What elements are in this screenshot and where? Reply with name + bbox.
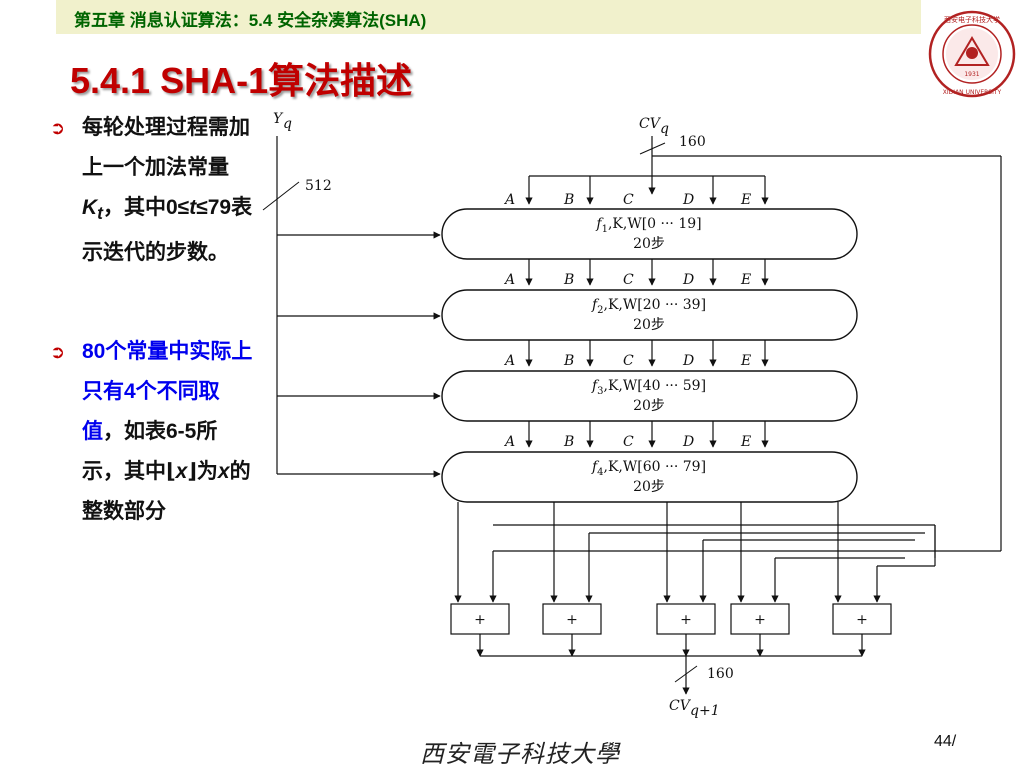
bullet-text: 80个常量中实际上只有4个不同取值，如表6-5所示，其中⌊x⌋为x的整数部分 (82, 332, 258, 532)
arrow-bullet-icon: ➲ (50, 342, 66, 362)
round-4-box (441, 451, 858, 503)
reg-d-label: D (682, 272, 694, 288)
round-4-steps: 20步 (633, 479, 665, 495)
page-number: 44/ (934, 733, 957, 750)
chapter-header-bar (56, 0, 921, 34)
bullet-round-constant: ➲ 每轮处理过程需加上一个加法常量 Kt，其中0≤t≤79表示迭代的步数。 (50, 108, 258, 273)
adder-plus: + (474, 612, 486, 628)
reg-d-label: D (682, 434, 694, 450)
cv-out-label: CV (669, 698, 692, 714)
round-1-block: A B C D E f1,K,W[0 ··· 19] 20步 (441, 176, 858, 260)
reg-a-label: A (503, 353, 515, 369)
reg-c-label: C (623, 353, 634, 369)
adder-plus: + (856, 612, 868, 628)
cv-out-width: 160 (707, 666, 734, 682)
adder-plus: + (754, 612, 766, 628)
adder-plus: + (566, 612, 578, 628)
reg-a-label: A (503, 434, 515, 450)
round-4-function: f4,K,W[60 ··· 79] (591, 459, 706, 478)
var-x: x (175, 460, 188, 483)
adder-box (450, 603, 510, 635)
reg-a-label: A (503, 192, 515, 208)
reg-b-label: B (563, 272, 574, 288)
output-merge-lines (476, 634, 866, 695)
cv-in-width: 160 (679, 134, 706, 150)
highlight-text: 80个常量中实际上只有4个不同取值 (82, 340, 253, 443)
cv-in-label: CV (639, 116, 662, 132)
cv-in-sub: q (660, 121, 669, 137)
sha1-compression-diagram: Y q 512 CV q 160 A B C D E f1,K,W[0 ··· … (262, 111, 1002, 719)
input-width-label: 512 (305, 178, 332, 194)
floor-right: ⌋ (187, 460, 197, 483)
round-2-block: A B C D E f2,K,W[20 ··· 39] 20步 (441, 259, 858, 341)
reg-e-label: E (740, 192, 751, 208)
reg-e-label: E (740, 272, 751, 288)
adder-box (656, 603, 716, 635)
adder-plus: + (680, 612, 692, 628)
feedforward-lines (489, 524, 1001, 603)
round-2-steps: 20步 (633, 317, 665, 333)
reg-b-label: B (563, 192, 574, 208)
round-2-box (441, 289, 858, 341)
var-x: x (217, 460, 230, 483)
round-3-block: A B C D E f3,K,W[40 ··· 59] 20步 (441, 340, 858, 422)
university-seal-logo: 1931 西安电子科技大学 XIDIAN UNIVERSITY (928, 10, 1016, 98)
reg-d-label: D (682, 353, 694, 369)
round-3-box (441, 370, 858, 422)
text-segment: 为 (196, 460, 218, 483)
bullet-constant-values: ➲ 80个常量中实际上只有4个不同取值，如表6-5所示，其中⌊x⌋为x的整数部分 (50, 332, 258, 532)
constant-k: K (82, 196, 98, 219)
floor-left: ⌊ (166, 460, 176, 483)
text-segment: 的整数部分 (82, 460, 251, 523)
svg-text:西安电子科技大学: 西安电子科技大学 (944, 15, 1000, 24)
svg-text:1931: 1931 (964, 71, 979, 78)
chapter-label: 第五章 消息认证算法：5.4 安全杂凑算法(SHA) (74, 11, 427, 30)
width-slash-mark (262, 181, 300, 211)
university-signature-logo: 西安電子科技大學 (420, 740, 620, 768)
reg-e-label: E (740, 434, 751, 450)
text-segment: ，其中0≤ (103, 196, 190, 219)
text-segment: ，如表6-5所示，其中 (82, 420, 218, 483)
round-1-box (441, 208, 858, 260)
reg-c-label: C (623, 272, 634, 288)
cv-width-slash (639, 142, 666, 155)
input-label-sub: q (283, 116, 292, 132)
reg-c-label: C (623, 434, 634, 450)
var-t: t (189, 196, 197, 219)
reg-d-label: D (682, 192, 694, 208)
reg-a-label: A (503, 272, 515, 288)
reg-b-label: B (563, 353, 574, 369)
reg-e-label: E (740, 353, 751, 369)
round-output-lines (454, 502, 842, 603)
round-3-function: f3,K,W[40 ··· 59] (591, 378, 706, 397)
adder-box (730, 603, 790, 635)
subscript-t: t (97, 203, 103, 224)
text-segment: ≤79表示迭代的步数。 (82, 196, 253, 265)
input-label-y: Y (273, 111, 284, 127)
text-segment: 每轮处理过程需加上一个加法常量 (82, 116, 250, 179)
reg-b-label: B (563, 434, 574, 450)
arrow-bullet-icon: ➲ (50, 118, 66, 138)
round-4-block: A B C D E f4,K,W[60 ··· 79] 20步 (441, 421, 858, 503)
adder-box (542, 603, 602, 635)
round-1-steps: 20步 (633, 236, 665, 252)
reg-c-label: C (623, 192, 634, 208)
adder-row: + + + + + (450, 603, 892, 635)
round-2-function: f2,K,W[20 ··· 39] (591, 297, 706, 316)
adder-box (832, 603, 892, 635)
svg-text:XIDIAN UNIVERSITY: XIDIAN UNIVERSITY (943, 89, 1002, 96)
cv-out-sub: q+1 (690, 703, 720, 719)
slide-title: 5.4.1 SHA-1算法描述 (70, 60, 413, 101)
bullet-text: 每轮处理过程需加上一个加法常量 Kt，其中0≤t≤79表示迭代的步数。 (82, 108, 258, 273)
round-3-steps: 20步 (633, 398, 665, 414)
round-1-function: f1,K,W[0 ··· 19] (595, 216, 701, 235)
